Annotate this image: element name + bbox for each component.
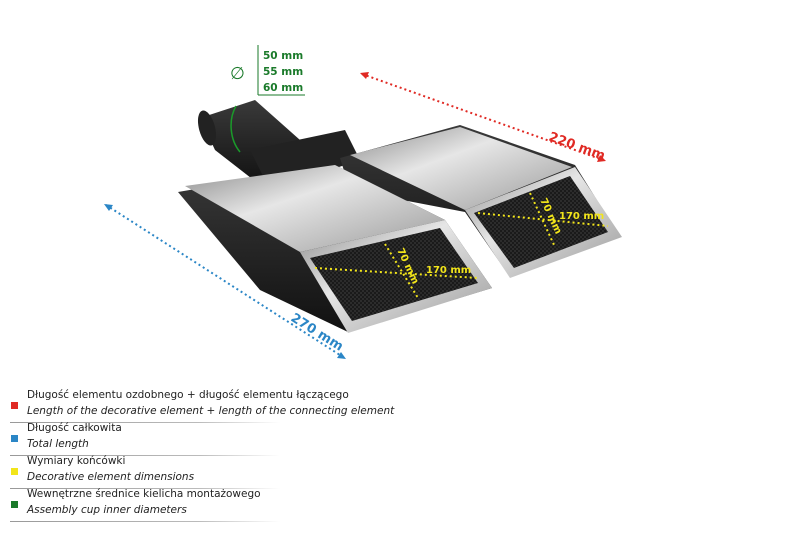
- divider: [10, 521, 280, 522]
- legend-label-pl: Wewnętrzne średnice kielicha montażowego: [27, 488, 261, 500]
- legend-item: Wymiary końcówki Decorative element dime…: [0, 455, 300, 489]
- legend-item: Długość elementu ozdobnego + długość ele…: [0, 389, 394, 423]
- diameter-value: 60 mm: [263, 82, 303, 94]
- diameter-icon: ∅: [230, 64, 245, 84]
- divider: [10, 488, 280, 489]
- legend-label-en: Assembly cup inner diameters: [27, 504, 187, 516]
- right-tip: [340, 125, 622, 278]
- cup-diameters: ∅ 50 mm 55 mm 60 mm: [230, 45, 305, 96]
- legend-item: Wewnętrzne średnice kielicha montażowego…: [0, 488, 300, 522]
- legend-label-en: Total length: [27, 438, 89, 450]
- diameter-value: 55 mm: [263, 66, 303, 78]
- legend-label-pl: Długość całkowita: [27, 422, 122, 434]
- yellow-square-icon: [11, 468, 18, 475]
- left-tip: [178, 165, 492, 333]
- legend-item: Długość całkowita Total length: [0, 422, 300, 456]
- legend-label-pl: Długość elementu ozdobnego + długość ele…: [27, 389, 349, 401]
- legend-label-en: Decorative element dimensions: [27, 471, 195, 483]
- red-square-icon: [11, 402, 18, 409]
- tip-right-width-label: 170 mm: [559, 211, 604, 222]
- diameter-value: 50 mm: [263, 50, 303, 62]
- green-square-icon: [11, 501, 18, 508]
- blue-square-icon: [11, 435, 18, 442]
- exhaust-tip-diagram: 220 mm 270 mm 170 mm 70 mm 170 mm 70 mm …: [104, 45, 622, 359]
- tip-left-width-label: 170 mm: [426, 265, 471, 276]
- legend-label-en: Length of the decorative element + lengt…: [27, 405, 395, 417]
- legend-label-pl: Wymiary końcówki: [27, 455, 126, 467]
- divider: [10, 422, 280, 423]
- divider: [10, 455, 280, 456]
